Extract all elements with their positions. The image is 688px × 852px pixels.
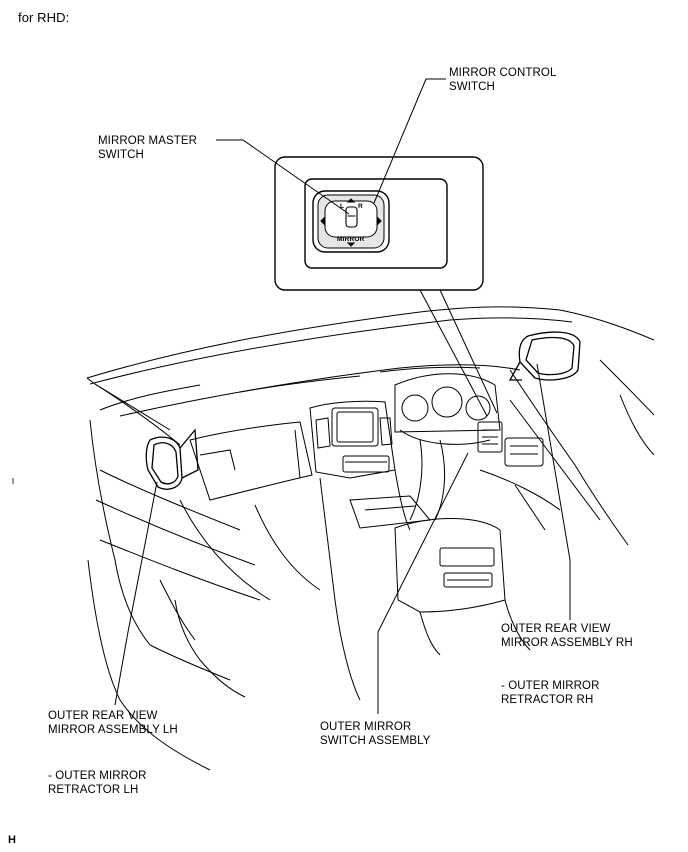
callout-inner-frame	[304, 178, 448, 269]
left-arrow-icon	[320, 216, 325, 226]
mirror-switch-illustration	[312, 190, 390, 253]
switch-bezel	[312, 190, 390, 253]
leader-lines	[114, 78, 571, 714]
dashboard-sketch	[86, 306, 655, 771]
label-outer-mirror-retractor-rh: - OUTER MIRROR RETRACTOR RH	[501, 680, 600, 706]
up-arrow-icon	[346, 198, 356, 203]
lh-mirror-illustration	[145, 428, 199, 490]
corner-mark: H	[8, 834, 17, 846]
label-outer-rear-view-mirror-rh: OUTER REAR VIEW MIRROR ASSEMBLY RH	[501, 623, 633, 649]
down-arrow-icon	[346, 242, 356, 247]
label-outer-mirror-retractor-lh: - OUTER MIRROR RETRACTOR LH	[48, 770, 147, 796]
rh-mirror-illustration	[508, 331, 581, 381]
switch-callout	[274, 156, 484, 291]
label-mirror-control-switch: MIRROR CONTROL SWITCH	[449, 67, 557, 93]
right-arrow-icon	[377, 216, 382, 226]
label-mirror-master-switch: MIRROR MASTER SWITCH	[98, 135, 198, 161]
switch-mirror-mark: MIRROR	[337, 236, 365, 243]
diagram-title: for RHD:	[18, 10, 70, 25]
label-outer-mirror-switch-assembly: OUTER MIRROR SWITCH ASSEMBLY	[320, 721, 431, 747]
callout-outer-frame	[274, 156, 484, 291]
switch-left-mark: L	[340, 203, 344, 210]
switch-selector	[345, 206, 358, 228]
switch-right-mark: R	[358, 203, 363, 210]
label-outer-rear-view-mirror-lh: OUTER REAR VIEW MIRROR ASSEMBLY LH	[48, 710, 178, 736]
